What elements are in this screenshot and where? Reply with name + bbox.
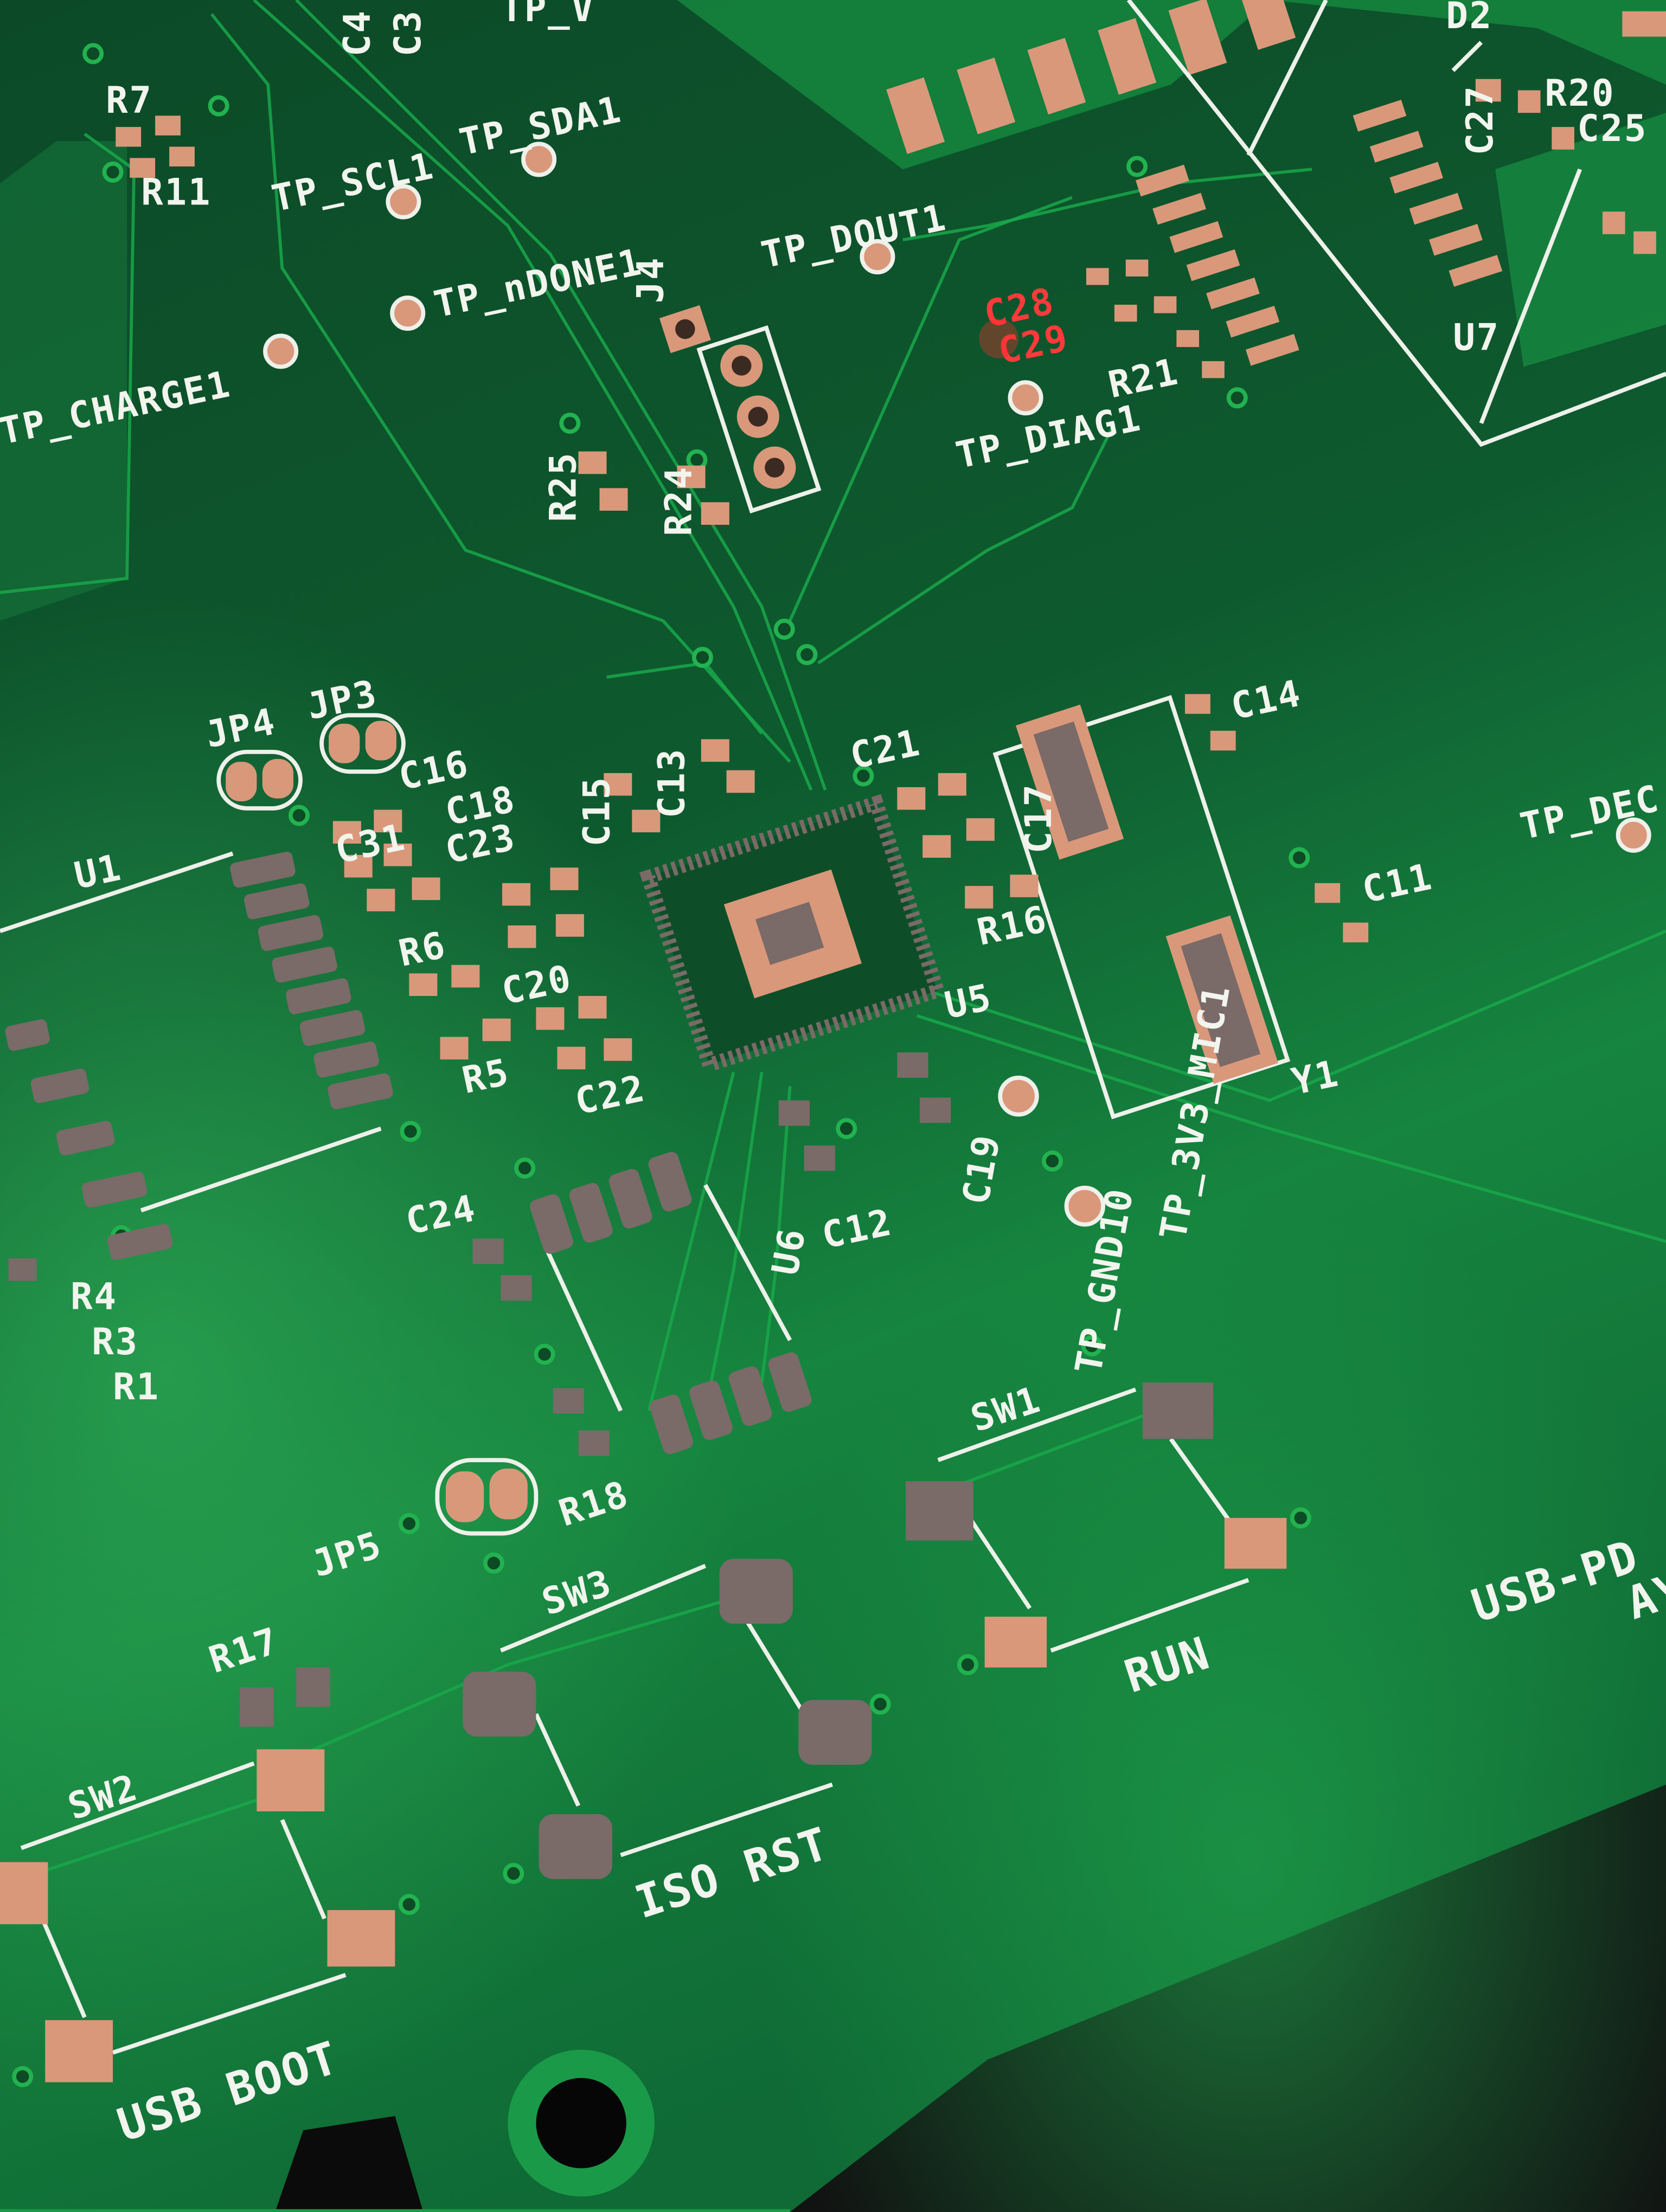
label-r25: R25 — [541, 452, 584, 522]
label-r7: R7 — [106, 79, 153, 121]
label-j4: J4 — [629, 256, 672, 304]
label-c25: C25 — [1577, 107, 1648, 150]
copper-pour — [0, 141, 127, 621]
label-r1: R1 — [113, 1365, 160, 1408]
label-r3: R3 — [92, 1320, 139, 1363]
label-r4: R4 — [71, 1275, 118, 1318]
mounting-hole — [536, 2078, 626, 2169]
ic-u7 — [886, 0, 1666, 447]
label-c15: C15 — [575, 776, 618, 846]
crystal-y1 — [992, 695, 1291, 1120]
label-c3: C3 — [386, 9, 429, 56]
label-d2: D2 — [1446, 0, 1493, 37]
label-tp-v: TP_V — [501, 0, 594, 30]
test-points — [263, 142, 1651, 1227]
jumpers — [216, 713, 539, 1536]
led-glow — [979, 319, 1019, 358]
label-y1: Y1 — [1288, 1052, 1343, 1103]
passive-components — [8, 115, 1369, 1727]
label-c13: C13 — [650, 748, 693, 818]
board-edge-cutout — [275, 2116, 424, 2212]
label-u6: U6 — [764, 1225, 814, 1278]
label-c27: C27 — [1458, 85, 1501, 155]
label-c4: C4 — [336, 9, 379, 56]
label-u1: U1 — [71, 846, 125, 897]
vias — [12, 43, 1311, 2087]
ic-u6 — [530, 1152, 812, 1455]
switches — [0, 1382, 1287, 2082]
label-r6: R6 — [395, 923, 450, 975]
connector-j4 — [659, 305, 822, 514]
label-u7: U7 — [1453, 316, 1500, 358]
label-r24: R24 — [657, 466, 700, 536]
ic-u5 — [639, 794, 946, 1074]
label-r5: R5 — [458, 1050, 513, 1102]
label-u5: U5 — [941, 975, 996, 1027]
label-c17: C17 — [1017, 783, 1060, 853]
label-r11: R11 — [141, 170, 212, 213]
copper-pour — [1495, 113, 1666, 367]
ic-u1 — [0, 851, 393, 1260]
label-r20: R20 — [1545, 72, 1615, 114]
